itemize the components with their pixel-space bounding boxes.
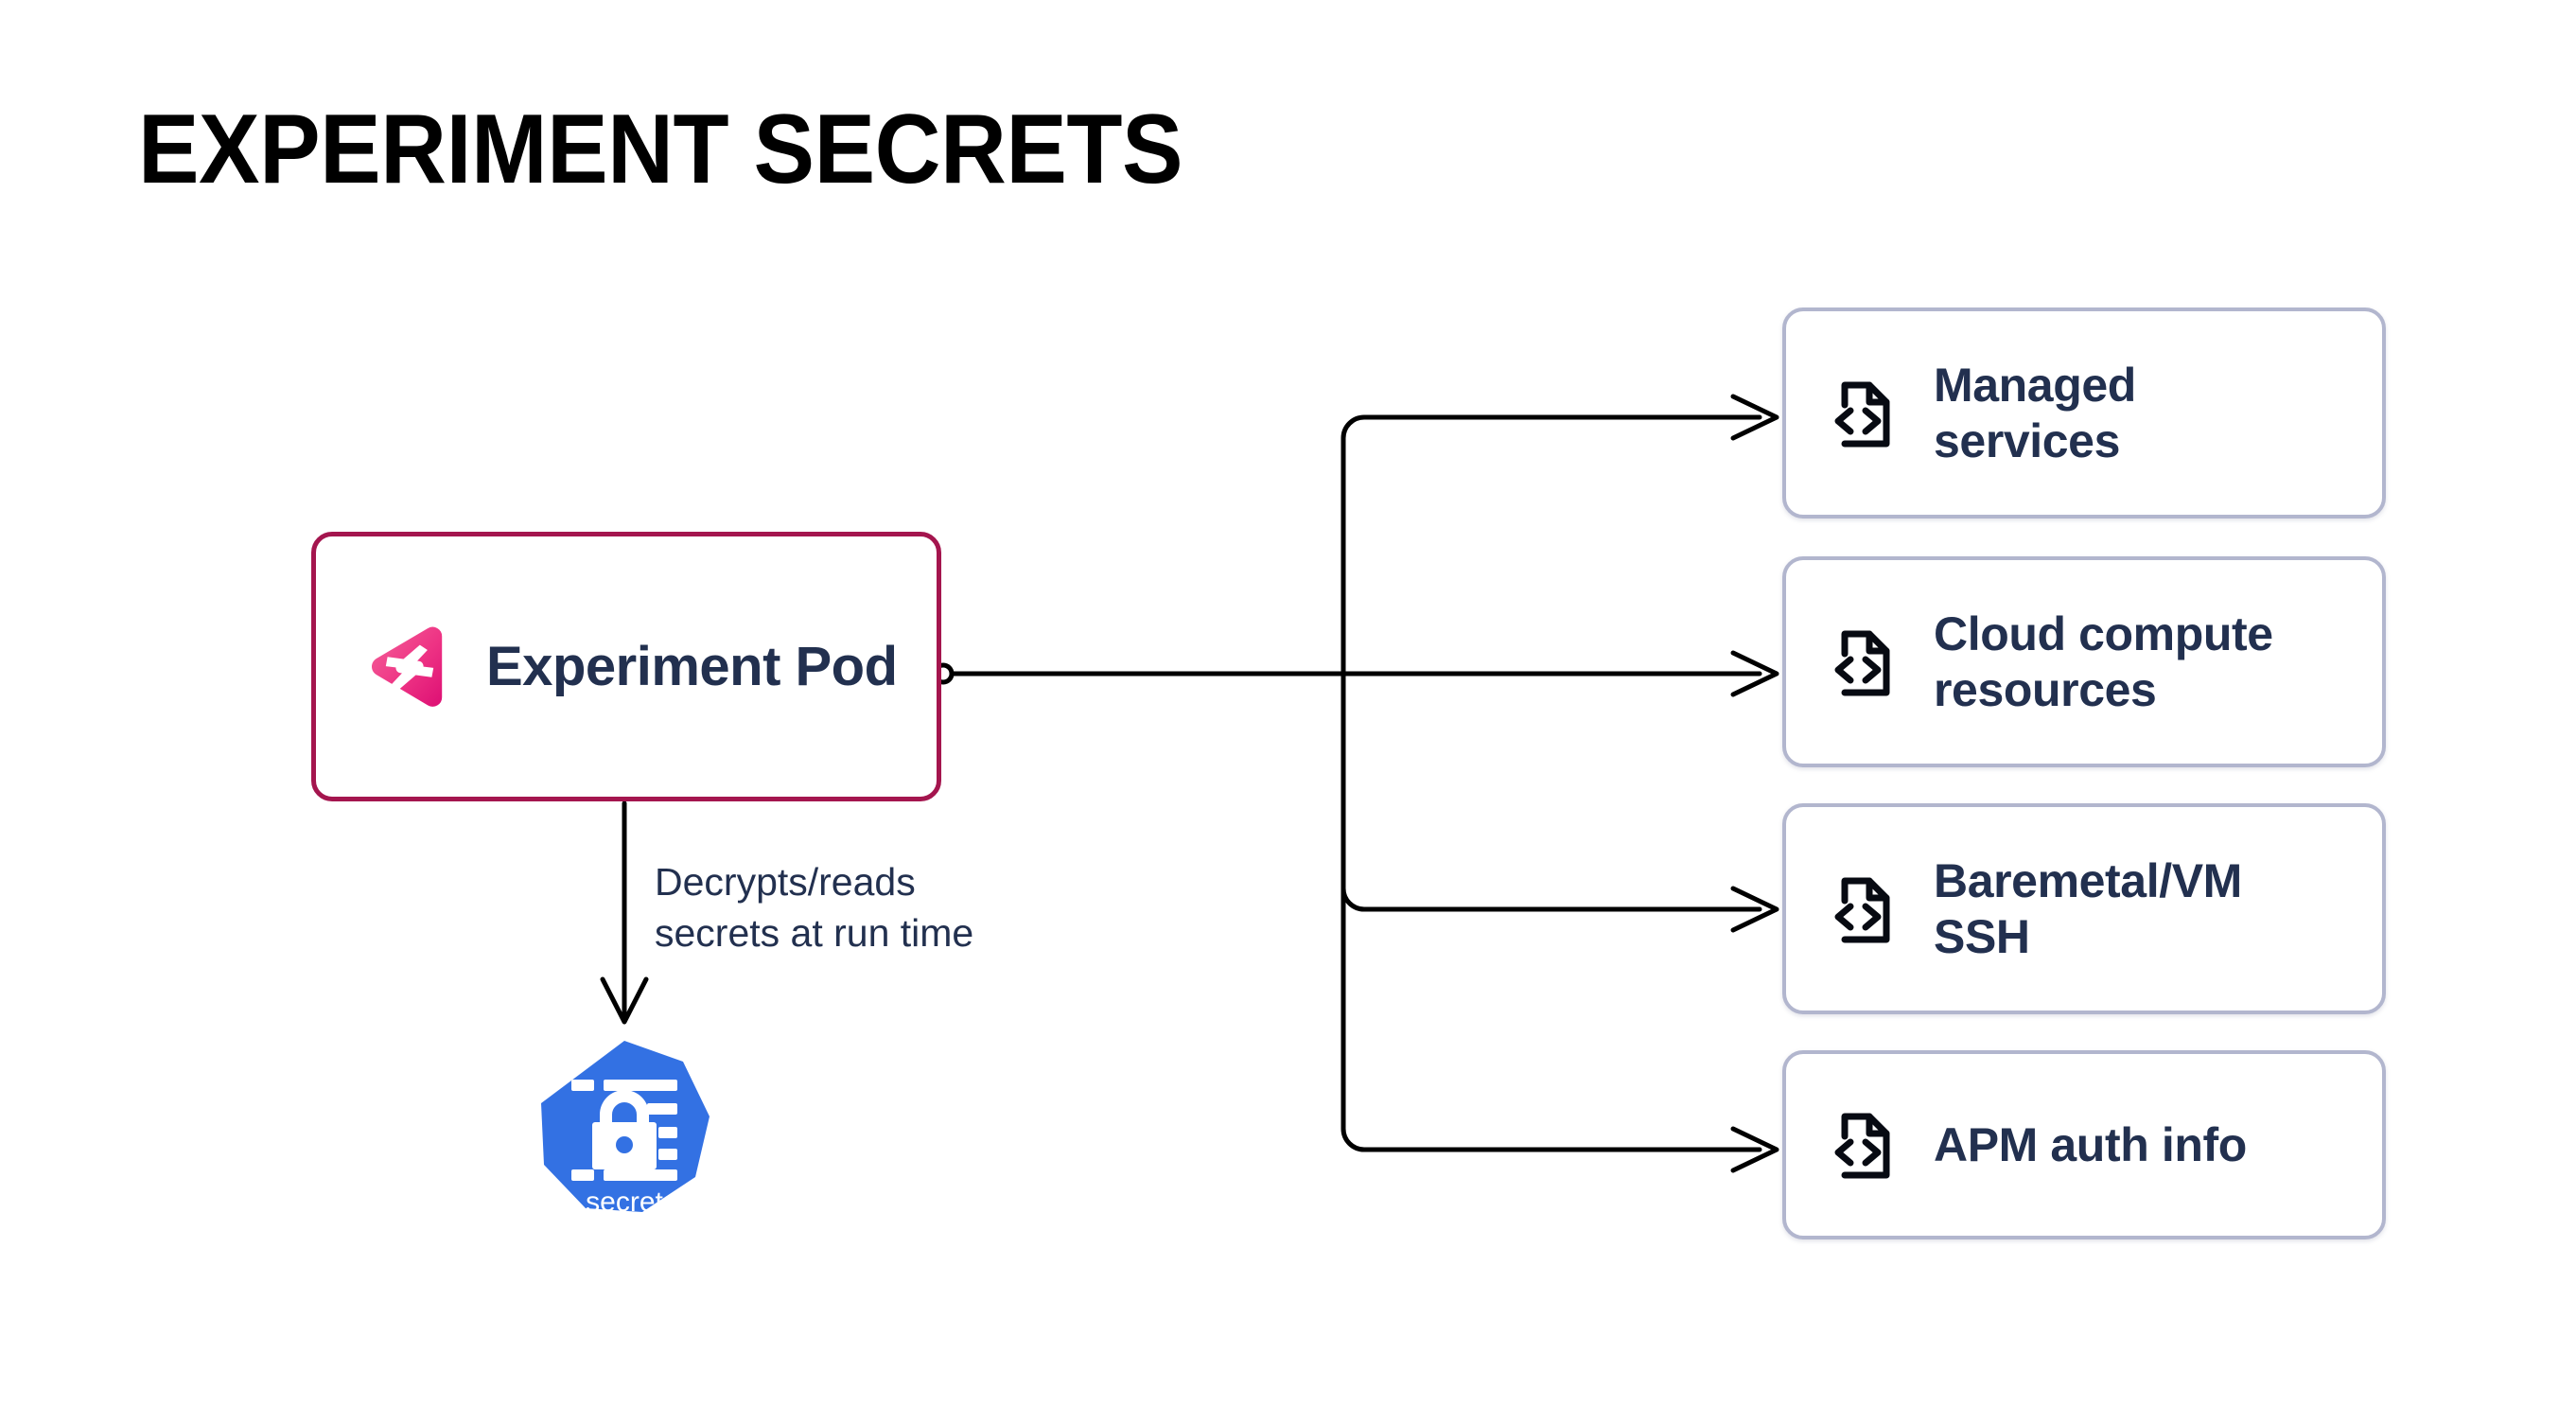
arrowhead-apm bbox=[1730, 1126, 1779, 1173]
resource-card-label-line-1: Baremetal/VM bbox=[1934, 853, 2242, 907]
resource-card-label: Cloud compute resources bbox=[1934, 606, 2273, 718]
resource-card-cloud-compute-resources[interactable]: Cloud compute resources bbox=[1782, 556, 2386, 767]
code-file-icon bbox=[1834, 381, 1890, 447]
code-file-icon bbox=[1834, 630, 1890, 695]
resource-card-label: Baremetal/VM SSH bbox=[1934, 853, 2242, 965]
annotation-line-1: Decrypts/reads bbox=[655, 860, 916, 904]
resource-card-label-line-2: resources bbox=[1934, 662, 2157, 716]
kubernetes-secret-icon: secret bbox=[541, 1041, 710, 1218]
connector-branch-managed-services bbox=[1341, 414, 1762, 677]
code-file-icon bbox=[1834, 1113, 1890, 1179]
kubernetes-secret-node[interactable]: secret bbox=[535, 1037, 713, 1226]
experiment-pod-node[interactable]: Experiment Pod bbox=[311, 532, 941, 801]
resource-card-label-line-1: Cloud compute bbox=[1934, 606, 2273, 660]
resource-card-label-line-1: APM auth info bbox=[1934, 1117, 2247, 1171]
arrowhead-baremetal bbox=[1730, 886, 1779, 933]
resource-card-label-line-2: SSH bbox=[1934, 909, 2030, 963]
page-title: EXPERIMENT SECRETS bbox=[138, 95, 1183, 204]
arrowhead-cloud-compute bbox=[1730, 650, 1779, 697]
connector-branch-baremetal bbox=[1341, 671, 1762, 912]
code-file-icon bbox=[1834, 877, 1890, 942]
annotation-line-2: secrets at run time bbox=[655, 911, 974, 956]
resource-card-label: Managed services bbox=[1934, 358, 2136, 469]
resource-card-managed-services[interactable]: Managed services bbox=[1782, 308, 2386, 518]
experiment-pod-label: Experiment Pod bbox=[486, 636, 898, 697]
arrowhead-secret bbox=[600, 976, 649, 1025]
arrowhead-managed-services bbox=[1730, 394, 1779, 441]
resource-card-label: APM auth info bbox=[1934, 1117, 2247, 1173]
resource-card-label-line-1: Managed bbox=[1934, 358, 2136, 412]
annotation-decrypts-reads: Decrypts/reads secrets at run time bbox=[655, 856, 1052, 958]
connector-branch-apm bbox=[1341, 671, 1762, 1152]
secret-label: secret bbox=[586, 1186, 663, 1218]
resource-card-label-line-2: services bbox=[1934, 413, 2120, 467]
resource-card-baremetal-vm-ssh[interactable]: Baremetal/VM SSH bbox=[1782, 803, 2386, 1014]
gremlin-logo-icon bbox=[371, 626, 443, 707]
resource-card-apm-auth-info[interactable]: APM auth info bbox=[1782, 1050, 2386, 1239]
